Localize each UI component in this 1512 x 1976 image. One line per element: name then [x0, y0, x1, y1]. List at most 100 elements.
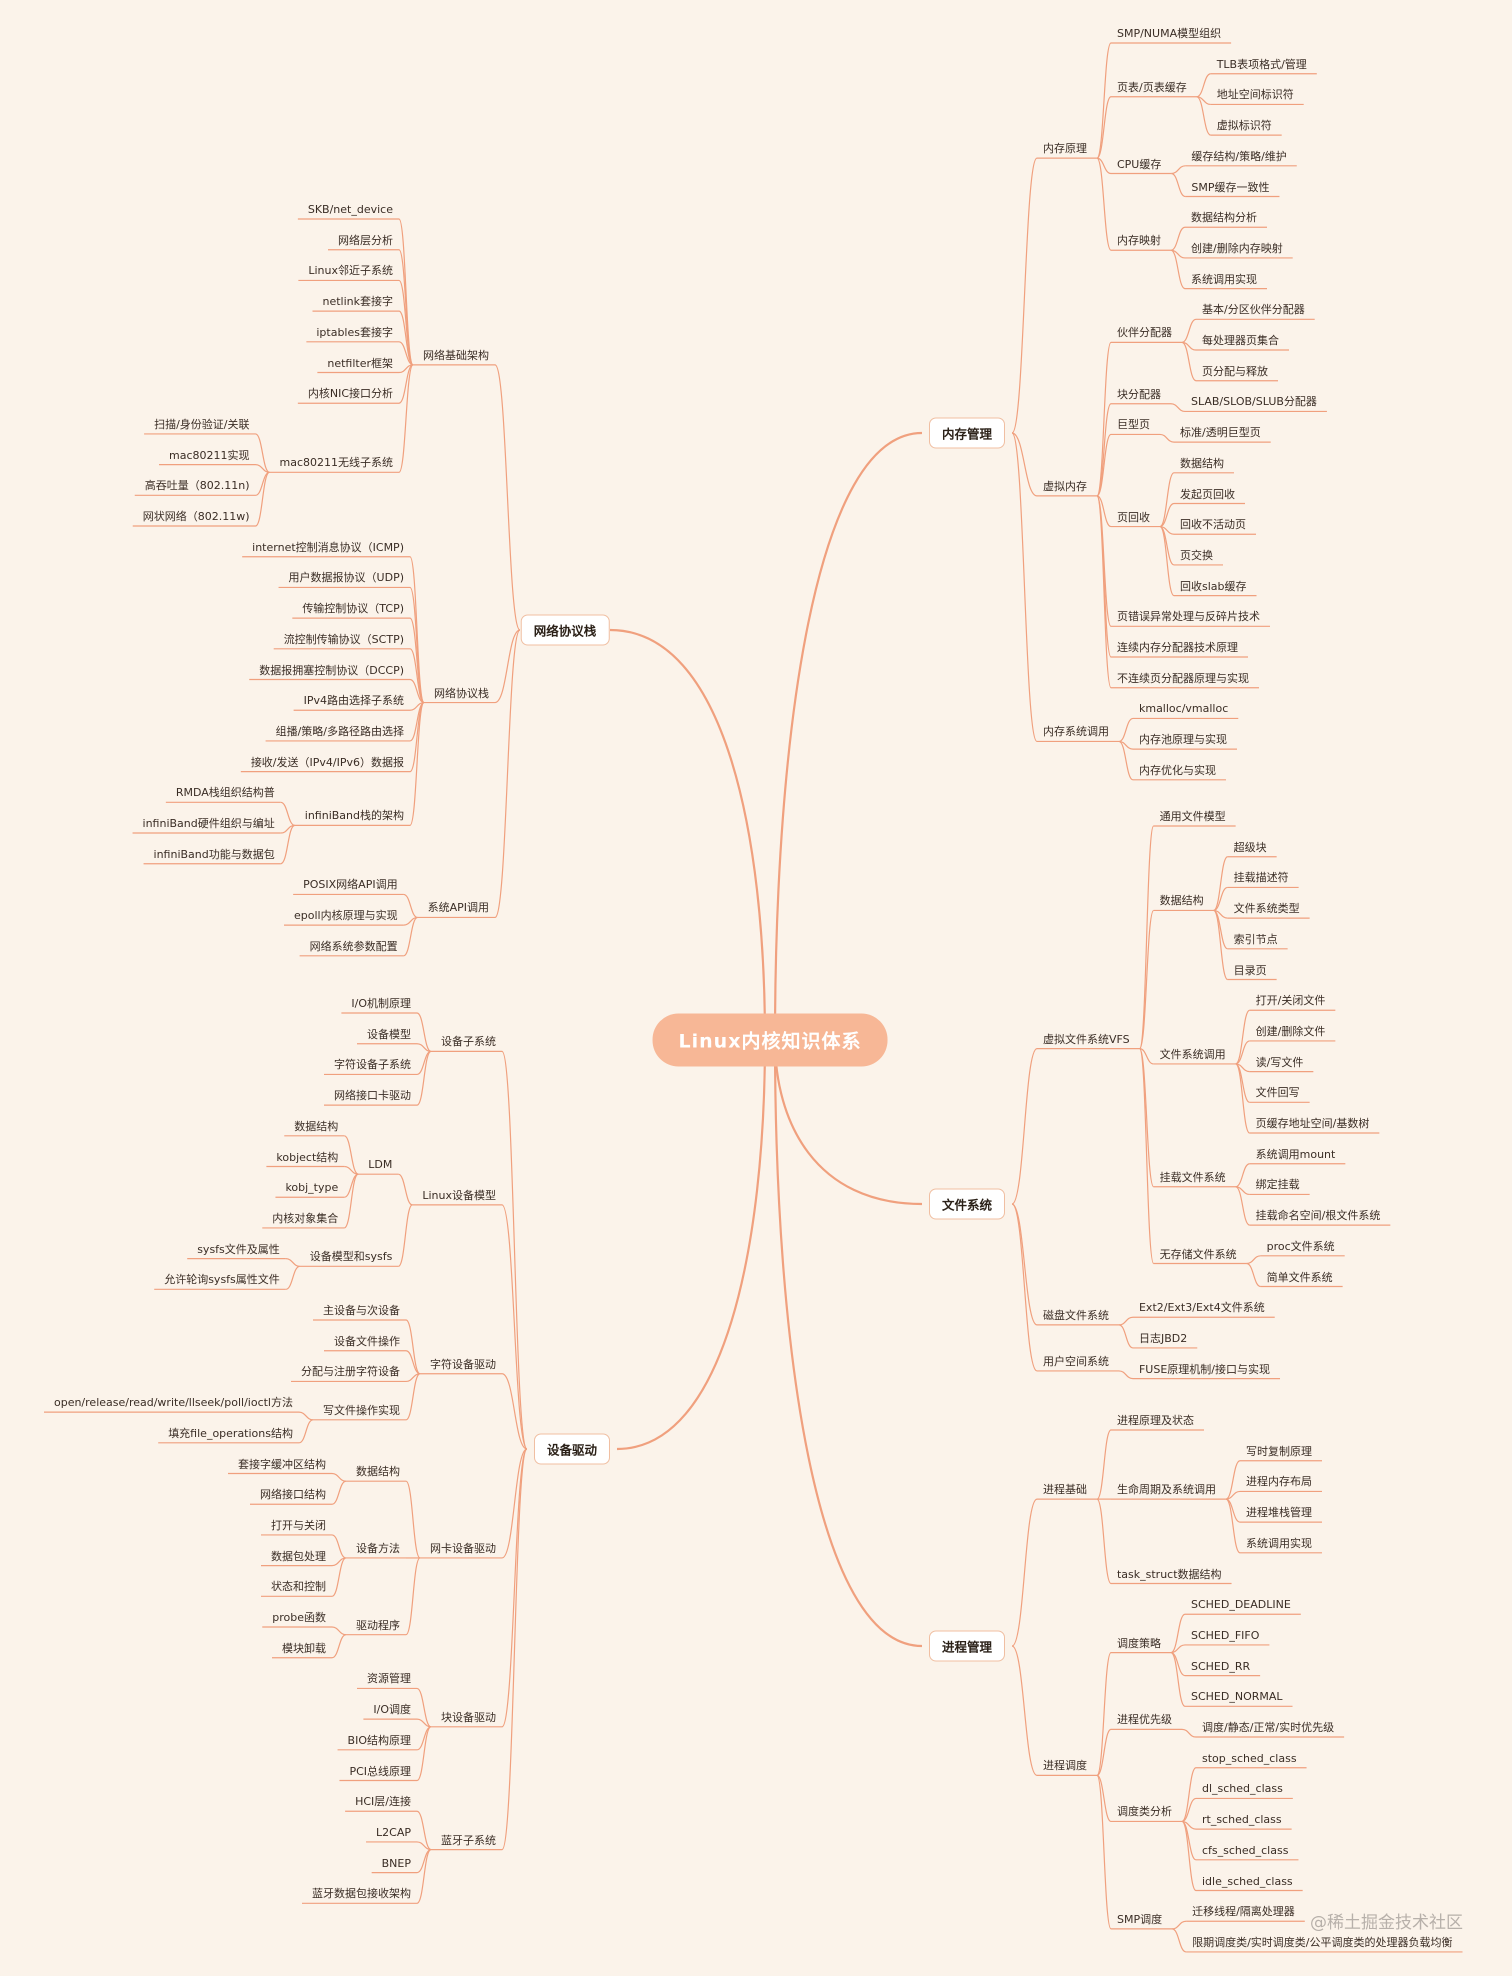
mindmap-node[interactable]: 网络接口卡驱动 — [334, 1089, 411, 1103]
mindmap-node[interactable]: 组播/策略/多路径路由选择 — [275, 724, 404, 738]
mindmap-node[interactable]: 驱动程序 — [356, 1618, 400, 1632]
mindmap-node[interactable]: 分配与注册字符设备 — [301, 1365, 400, 1379]
mindmap-node[interactable]: 字符设备子系统 — [334, 1058, 411, 1072]
mindmap-node[interactable]: 打开/关闭文件 — [1255, 994, 1326, 1008]
mindmap-node[interactable]: 虚拟标识符 — [1216, 119, 1272, 133]
mindmap-node[interactable]: TLB表项格式/管理 — [1216, 57, 1307, 71]
mindmap-node[interactable]: 挂载命名空间/根文件系统 — [1255, 1209, 1381, 1223]
mindmap-node[interactable]: netfilter框架 — [327, 356, 393, 370]
mindmap-node[interactable]: kmalloc/vmalloc — [1138, 702, 1229, 716]
mindmap-node[interactable]: 内存优化与实现 — [1138, 763, 1216, 777]
mindmap-node[interactable]: 文件系统调用 — [1159, 1047, 1226, 1061]
mindmap-node[interactable]: 数据结构 — [294, 1119, 339, 1133]
mindmap-node[interactable]: 地址空间标识符 — [1216, 88, 1294, 102]
mindmap-node[interactable]: 写文件操作实现 — [323, 1403, 400, 1417]
mindmap-node[interactable]: 目录页 — [1233, 963, 1267, 977]
mindmap-node[interactable]: probe函数 — [272, 1611, 326, 1625]
mindmap-node[interactable]: IPv4路由选择子系统 — [303, 694, 404, 708]
mindmap-node[interactable]: 巨型页 — [1116, 418, 1150, 432]
mindmap-node[interactable]: infiniBand栈的架构 — [304, 809, 404, 823]
mindmap-node[interactable]: SCHED_DEADLINE — [1190, 1598, 1291, 1612]
mindmap-node[interactable]: Linux设备模型 — [422, 1188, 496, 1202]
mindmap-node[interactable]: 块分配器 — [1116, 387, 1161, 401]
mindmap-node[interactable]: 状态和控制 — [271, 1580, 326, 1594]
mindmap-node[interactable]: 文件回写 — [1255, 1086, 1300, 1100]
mindmap-node[interactable]: SMP缓存一致性 — [1191, 180, 1270, 194]
mindmap-node[interactable]: 设备模型和sysfs — [309, 1250, 393, 1264]
mindmap-node[interactable]: 内存系统调用 — [1043, 725, 1109, 739]
mindmap-node[interactable]: 网状网络（802.11w) — [142, 510, 250, 524]
mindmap-node[interactable]: 页表/页表缓存 — [1116, 80, 1187, 94]
mindmap-node[interactable]: 数据结构 — [1179, 456, 1224, 470]
mindmap-node[interactable]: 蓝牙子系统 — [441, 1833, 496, 1847]
mindmap-node[interactable]: 创建/删除文件 — [1255, 1024, 1326, 1038]
mindmap-node[interactable]: SCHED_FIFO — [1190, 1628, 1260, 1642]
mindmap-node[interactable]: 系统调用mount — [1255, 1147, 1336, 1161]
mindmap-node[interactable]: L2CAP — [376, 1825, 411, 1839]
mindmap-node[interactable]: POSIX网络API调用 — [303, 878, 398, 892]
mindmap-node[interactable]: 调度类分析 — [1116, 1805, 1172, 1819]
mindmap-node[interactable]: 挂载文件系统 — [1159, 1170, 1226, 1184]
mindmap-node[interactable]: 接收/发送（IPv4/IPv6）数据报 — [250, 755, 404, 769]
mindmap-node[interactable]: 日志JBD2 — [1138, 1331, 1188, 1345]
mindmap-node[interactable]: 传输控制协议（TCP) — [302, 602, 404, 616]
mindmap-node[interactable]: 网络基础架构 — [423, 348, 489, 362]
mindmap-node[interactable]: 页分配与释放 — [1201, 364, 1268, 378]
mindmap-node[interactable]: 进程内存布局 — [1245, 1475, 1312, 1489]
mindmap-node[interactable]: SKB/net_device — [307, 203, 393, 217]
mindmap-node[interactable]: 基本/分区伙伴分配器 — [1201, 303, 1305, 317]
mindmap-node[interactable]: 网卡设备驱动 — [430, 1541, 496, 1555]
mindmap-node[interactable]: sysfs文件及属性 — [197, 1242, 280, 1256]
mindmap-node[interactable]: 虚拟文件系统VFS — [1043, 1032, 1130, 1046]
mindmap-node[interactable]: BNEP — [381, 1856, 411, 1870]
branch-file-system[interactable]: 文件系统 — [928, 1188, 1006, 1220]
mindmap-node[interactable]: kobj_type — [285, 1181, 339, 1195]
mindmap-node[interactable]: 挂载描述符 — [1233, 871, 1289, 885]
mindmap-node[interactable]: 打开与关闭 — [271, 1518, 326, 1532]
mindmap-node[interactable]: 生命周期及系统调用 — [1116, 1483, 1216, 1497]
branch-memory-management[interactable]: 内存管理 — [928, 417, 1006, 449]
mindmap-node[interactable]: rt_sched_class — [1201, 1813, 1282, 1827]
mindmap-node[interactable]: 用户空间系统 — [1043, 1354, 1109, 1368]
mindmap-node[interactable]: idle_sched_class — [1201, 1874, 1293, 1888]
mindmap-node[interactable]: 设备方法 — [356, 1541, 400, 1555]
mindmap-node[interactable]: 高吞吐量（802.11n) — [144, 479, 250, 493]
mindmap-node[interactable]: 伙伴分配器 — [1116, 326, 1172, 340]
mindmap-node[interactable]: 读/写文件 — [1255, 1055, 1304, 1069]
mindmap-node[interactable]: 通用文件模型 — [1159, 810, 1226, 824]
mindmap-node[interactable]: 创建/删除内存映射 — [1190, 241, 1283, 255]
mindmap-node[interactable]: 设备文件操作 — [334, 1334, 400, 1348]
mindmap-node[interactable]: SLAB/SLOB/SLUB分配器 — [1190, 395, 1317, 409]
mindmap-node[interactable]: 系统API调用 — [427, 901, 489, 915]
mindmap-node[interactable]: 文件系统类型 — [1233, 902, 1300, 916]
mindmap-node[interactable]: 进程基础 — [1043, 1483, 1087, 1497]
mindmap-node[interactable]: 标准/透明巨型页 — [1179, 426, 1261, 440]
mindmap-node[interactable]: 数据结构 — [1159, 894, 1204, 908]
mindmap-node[interactable]: 数据包处理 — [271, 1549, 326, 1563]
mindmap-node[interactable]: 数据结构分析 — [1190, 211, 1257, 225]
mindmap-node[interactable]: 缓存结构/策略/维护 — [1191, 149, 1287, 163]
mindmap-node[interactable]: 数据结构 — [356, 1465, 400, 1479]
branch-process-management[interactable]: 进程管理 — [928, 1630, 1006, 1662]
mindmap-node[interactable]: RMDA栈组织结构普 — [175, 786, 275, 800]
mindmap-node[interactable]: epoll内核原理与实现 — [294, 909, 398, 923]
mindmap-node[interactable]: 页交换 — [1179, 548, 1213, 562]
mindmap-node[interactable]: 简单文件系统 — [1266, 1270, 1333, 1284]
mindmap-node[interactable]: Linux邻近子系统 — [308, 264, 393, 278]
mindmap-node[interactable]: mac80211实现 — [169, 448, 250, 462]
mindmap-node[interactable]: CPU缓存 — [1116, 157, 1162, 171]
mindmap-node[interactable]: 磁盘文件系统 — [1043, 1308, 1109, 1322]
root-topic[interactable]: Linux内核知识体系 — [652, 1013, 888, 1067]
mindmap-node[interactable]: HCI层/连接 — [355, 1795, 411, 1809]
mindmap-node[interactable]: infiniBand功能与数据包 — [153, 847, 275, 861]
mindmap-node[interactable]: 发起页回收 — [1179, 487, 1235, 501]
mindmap-node[interactable]: BIO结构原理 — [347, 1733, 411, 1747]
mindmap-node[interactable]: 数据报拥塞控制协议（DCCP) — [259, 663, 404, 677]
mindmap-node[interactable]: 系统调用实现 — [1245, 1536, 1312, 1550]
mindmap-node[interactable]: 内存原理 — [1043, 142, 1087, 156]
mindmap-node[interactable]: 块设备驱动 — [441, 1710, 496, 1724]
mindmap-node[interactable]: 网络协议栈 — [434, 686, 489, 700]
mindmap-node[interactable]: I/O机制原理 — [351, 997, 411, 1011]
mindmap-node[interactable]: kobject结构 — [276, 1150, 339, 1164]
mindmap-node[interactable]: 用户数据报协议（UDP) — [288, 571, 404, 585]
